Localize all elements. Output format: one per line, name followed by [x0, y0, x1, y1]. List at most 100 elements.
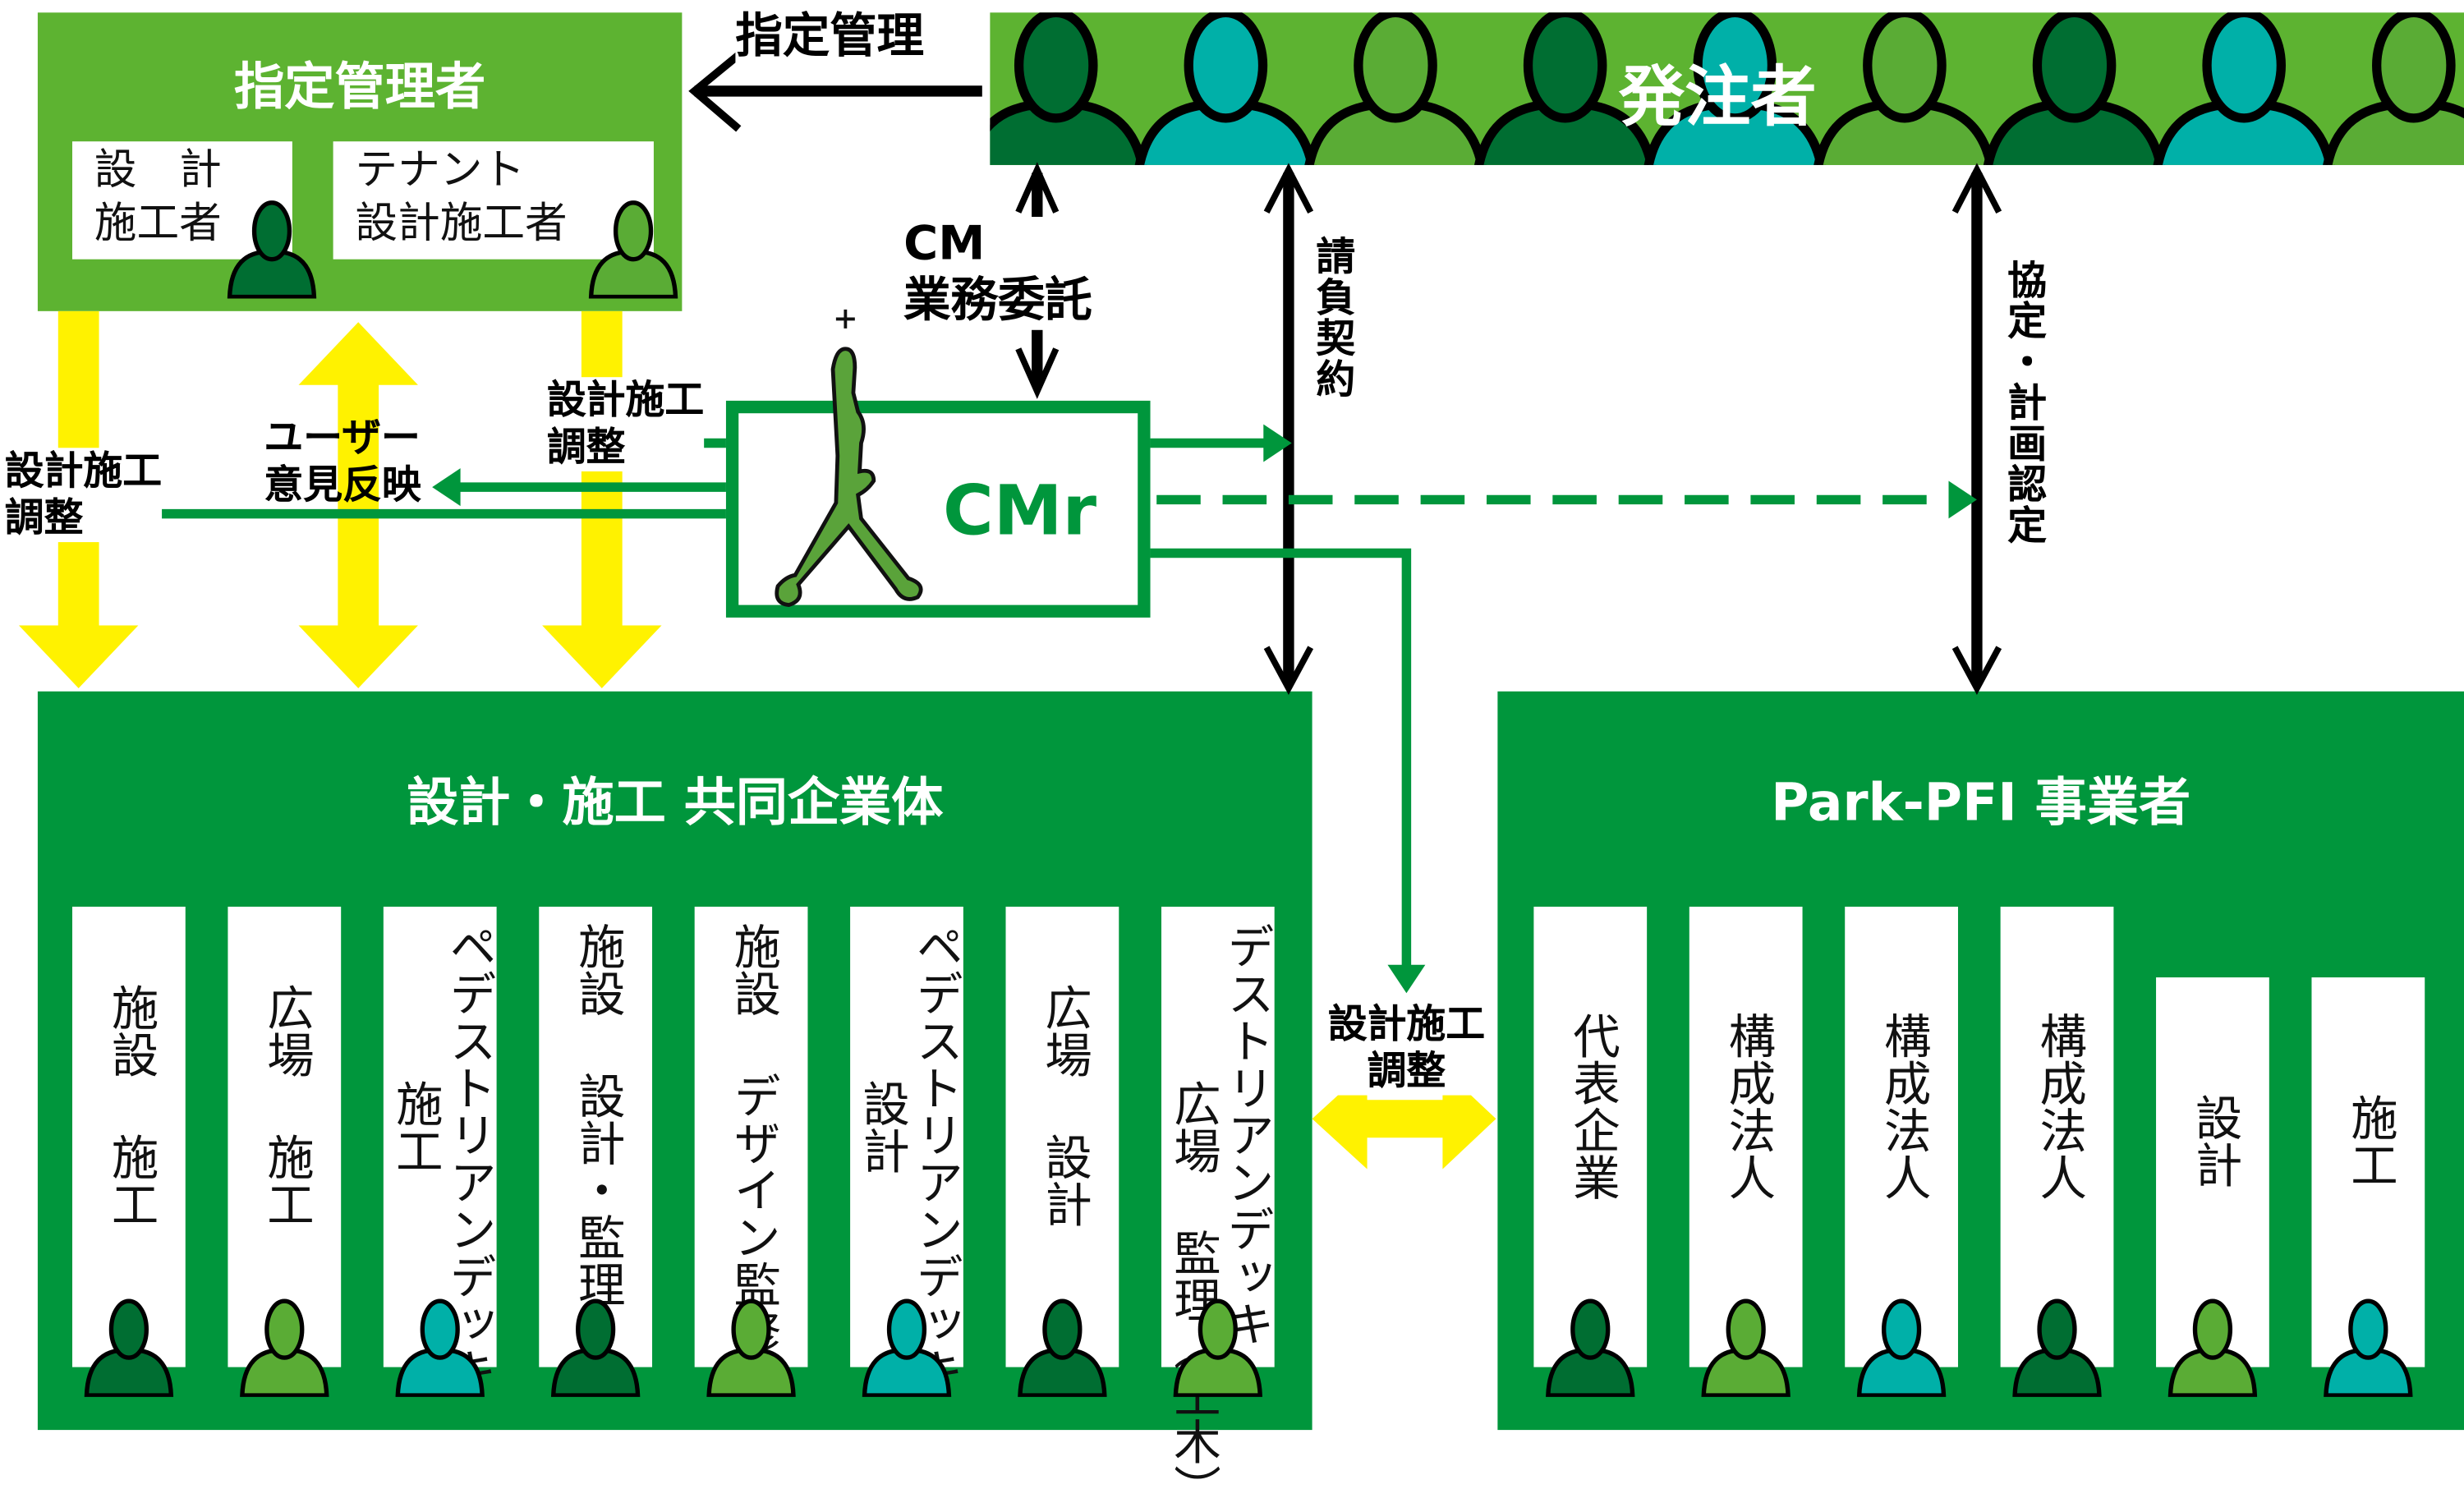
- manager-title: 指定管理者: [234, 56, 486, 117]
- member-role: 施設 設計・監理: [568, 922, 624, 1307]
- person-head: [1042, 1298, 1083, 1360]
- owner-person-icon: [990, 12, 1147, 165]
- member-role: 設計: [853, 1079, 908, 1174]
- park-pfi-operator-box: Park-PFI 事業者 代表企業構成法人構成法人構成法人設計施工: [1497, 691, 2464, 1431]
- person-head: [251, 200, 292, 262]
- person-head: [1354, 12, 1437, 123]
- yellow-down-arrow: [542, 310, 662, 689]
- label-line: 設計施工: [1327, 1000, 1486, 1047]
- person-head: [1570, 1298, 1611, 1360]
- person-head: [1184, 12, 1268, 123]
- arrows-layer: [18, 52, 2002, 1170]
- owner-title: 発注者: [1618, 57, 1817, 136]
- design-build-jv-box: 設計・施工 共同企業体 施設 施工広場 施工ペデストリアンデッキ施工施設 設計・…: [37, 691, 1312, 1512]
- label-line: 業務委託: [903, 273, 1092, 329]
- member-role: 代表企業: [1563, 1011, 1619, 1200]
- member-role: 構成法人: [1874, 1011, 1930, 1200]
- member-column: 構成法人: [1845, 906, 1958, 1367]
- box-line: 設計施工者: [355, 199, 568, 249]
- member-role: 構成法人: [1719, 1011, 1775, 1200]
- cmr-to-coord-arrow: [1150, 548, 1412, 975]
- member-column: 広場 設計: [1005, 906, 1119, 1367]
- member-column: 施設 施工: [72, 906, 186, 1367]
- cmr-figure-icon: [775, 309, 923, 608]
- person-head: [2372, 12, 2456, 123]
- person-head: [1693, 12, 1777, 123]
- person-head: [264, 1298, 305, 1360]
- member-column: 施設 デザイン監修: [694, 906, 808, 1367]
- coord-label-a: 設計施工 調整: [546, 377, 705, 471]
- person-icon: [1701, 1298, 1791, 1397]
- label-line: ユーザー: [264, 415, 421, 461]
- person-head: [731, 1298, 771, 1360]
- box-line: 設 計: [94, 145, 222, 195]
- person-icon: [550, 1298, 641, 1397]
- member-role: 施設 施工: [102, 983, 158, 1228]
- label-line: 設計施工: [4, 448, 163, 494]
- owner-person-icon: [2153, 12, 2335, 165]
- owner-person-icon: [1814, 12, 1996, 165]
- person-icon: [862, 1298, 952, 1397]
- member-role: 設計: [2186, 1093, 2241, 1188]
- person-head: [1863, 12, 1947, 123]
- member-column: ペデストリアンデッキ設計: [850, 906, 963, 1394]
- person-head: [2192, 1298, 2233, 1360]
- person-icon: [2012, 1298, 2102, 1397]
- label-line: 調整: [1367, 1048, 1446, 1094]
- designated-mgmt-label: 指定管理: [735, 9, 925, 67]
- contract-label: 請負契約: [1304, 235, 1361, 399]
- person-head: [2202, 12, 2286, 123]
- person-head: [2348, 1298, 2388, 1360]
- agreement-label: 協定・計画認定: [1995, 259, 2053, 545]
- owner-band: [990, 12, 2464, 165]
- coord-label-b: 設計施工 調整: [1327, 1000, 1486, 1096]
- person-icon: [1856, 1298, 1947, 1397]
- member-column: 広場 施工: [228, 906, 342, 1367]
- person-head: [1014, 12, 1098, 123]
- yellow-double-arrow: [298, 322, 418, 689]
- person-icon: [240, 1298, 329, 1397]
- member-column: 代表企業: [1533, 906, 1648, 1367]
- person-head: [2032, 12, 2117, 123]
- owner-person-icon: [1643, 12, 1826, 165]
- member-column: 構成法人: [2000, 906, 2114, 1367]
- person-icon: [588, 200, 678, 299]
- member-column: 構成法人: [1689, 906, 1803, 1367]
- person-head: [1726, 1298, 1766, 1360]
- person-icon: [1173, 1298, 1262, 1397]
- person-icon: [1018, 1298, 1107, 1397]
- tenant-designer-builder-box: テナント 設計施工者: [333, 141, 654, 260]
- organization-diagram: 発注者 指定管理者 設 計 施工者 テナント 設計施工者 CMr 設計・施工 共…: [4, 9, 2464, 1512]
- person-icon: [395, 1298, 485, 1397]
- person-head: [1881, 1298, 1922, 1360]
- cm-contract-label: CM 業務委託: [903, 217, 1092, 330]
- person-head: [1198, 1298, 1238, 1360]
- cmr-label: CMr: [942, 471, 1097, 552]
- person-head: [2037, 1298, 2077, 1360]
- owner-person-icon: [1304, 12, 1487, 165]
- member-role: 広場 設計: [1035, 983, 1091, 1228]
- person-icon: [2324, 1298, 2413, 1397]
- person-head: [420, 1298, 460, 1360]
- coord-label-c: 設計施工 調整: [4, 448, 163, 543]
- label-line: 意見反映: [264, 462, 421, 508]
- user-feedback-label: ユーザー 意見反映: [264, 415, 421, 509]
- member-role: 施工: [386, 1079, 442, 1174]
- owner-person-icon: [1473, 12, 1657, 165]
- member-role: 構成法人: [2030, 1011, 2085, 1200]
- label-line: CM: [903, 217, 986, 273]
- owner-person-icon: [2323, 12, 2464, 165]
- person-icon: [84, 1298, 174, 1397]
- owner-person-icon: [1983, 12, 2166, 165]
- member-role: 広場 施工: [257, 983, 313, 1228]
- label-line: 設計施工: [546, 377, 705, 423]
- person-icon: [227, 200, 317, 299]
- person-head: [613, 200, 654, 262]
- person-head: [108, 1298, 149, 1360]
- person-head: [576, 1298, 616, 1360]
- owner-person-icon: [1134, 12, 1317, 165]
- person-icon: [2167, 1298, 2258, 1397]
- pfi-title: Park-PFI 事業者: [1771, 771, 2191, 834]
- member-column: 施設 設計・監理: [539, 906, 653, 1367]
- jv-title: 設計・施工 共同企業体: [407, 771, 944, 834]
